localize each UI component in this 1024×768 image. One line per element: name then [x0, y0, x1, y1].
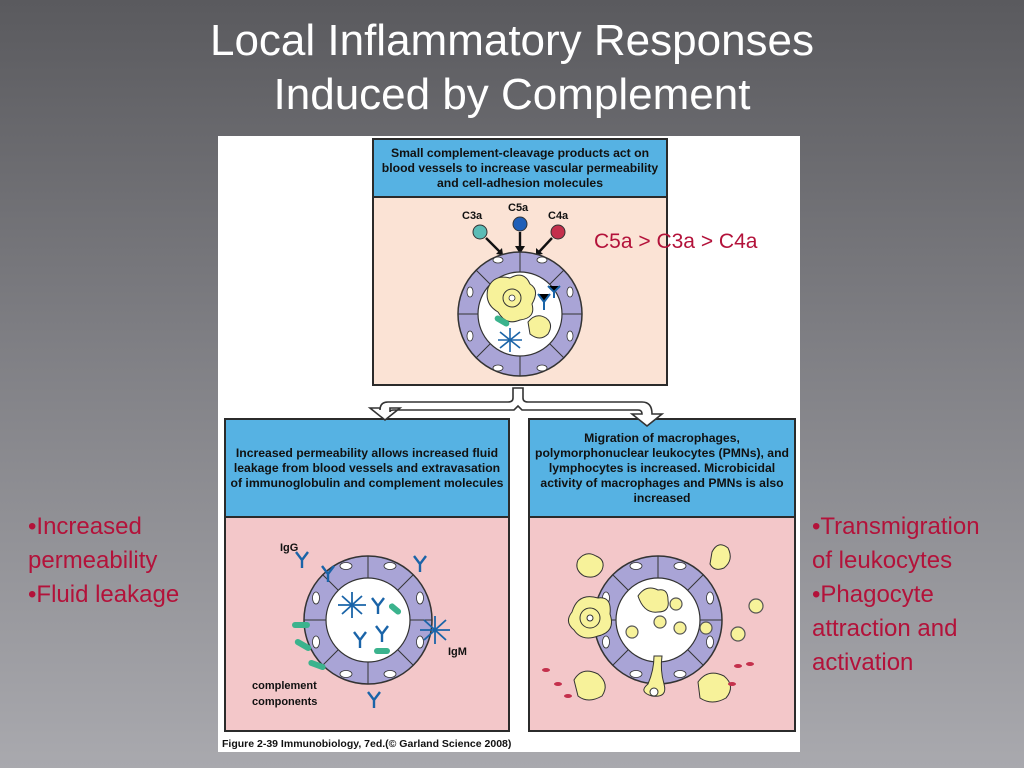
left-box-text: Increased permeability allows increased … — [230, 445, 504, 490]
top-box-header: Small complement-cleavage products act o… — [372, 138, 668, 198]
lymphocyte-icon — [730, 598, 764, 642]
potency-ratio-note: C5a > C3a > C4a — [594, 230, 758, 253]
right-box-header: Migration of macrophages, polymorphonucl… — [528, 418, 796, 518]
igg-antibody-icon — [537, 285, 561, 310]
blood-vessel-icon — [457, 251, 583, 377]
top-box-text: Small complement-cleavage products act o… — [381, 145, 659, 190]
left-annotation-line: •Fluid leakage — [28, 581, 180, 608]
complement-label-line1: complement — [252, 680, 317, 692]
igm-outside-icon — [420, 616, 450, 644]
igm-antibody-icon — [498, 328, 522, 352]
bacteria-icon — [542, 662, 754, 698]
complement-components-icon — [292, 622, 326, 671]
left-vessel-icon — [303, 555, 433, 685]
title-line-1: Local Inflammatory Responses — [209, 16, 815, 65]
right-annotation-line: attraction and — [812, 615, 958, 642]
complement-figure: Small complement-cleavage products act o… — [218, 136, 800, 752]
figure-drawing — [292, 216, 764, 708]
c5a-molecule-icon — [512, 216, 528, 254]
c4a-molecule-icon — [536, 224, 566, 255]
left-annotation-line: •Increased — [28, 513, 142, 540]
split-arrow-icon — [367, 387, 665, 428]
c5a-label: C5a — [508, 202, 529, 214]
slide-title: Local Inflammatory Responses Induced by … — [0, 14, 1024, 122]
c3a-molecule-icon — [472, 224, 503, 255]
right-annotation-line: •Transmigration — [812, 513, 980, 540]
c3a-label: C3a — [462, 210, 483, 222]
c4a-label: C4a — [548, 210, 569, 222]
igm-label: IgM — [448, 646, 467, 658]
complement-label-line2: components — [252, 696, 318, 708]
figure-caption: Figure 2-39 Immunobiology, 7ed.(© Garlan… — [222, 738, 512, 750]
igg-outside-icon — [295, 551, 427, 708]
left-annotation-line: permeability — [28, 547, 158, 574]
right-annotation: •Transmigration of leukocytes •Phagocyte… — [812, 510, 980, 680]
right-vessel-icon — [593, 555, 723, 697]
right-box-text: Migration of macrophages, polymorphonucl… — [535, 430, 789, 505]
macrophage-icon — [568, 544, 731, 703]
left-annotation: •Increased permeability •Fluid leakage — [28, 510, 179, 612]
right-annotation-line: of leukocytes — [812, 547, 953, 574]
right-annotation-line: activation — [812, 649, 914, 676]
igg-label: IgG — [280, 542, 299, 554]
title-line-2: Induced by Complement — [273, 70, 751, 119]
right-annotation-line: •Phagocyte — [812, 581, 934, 608]
